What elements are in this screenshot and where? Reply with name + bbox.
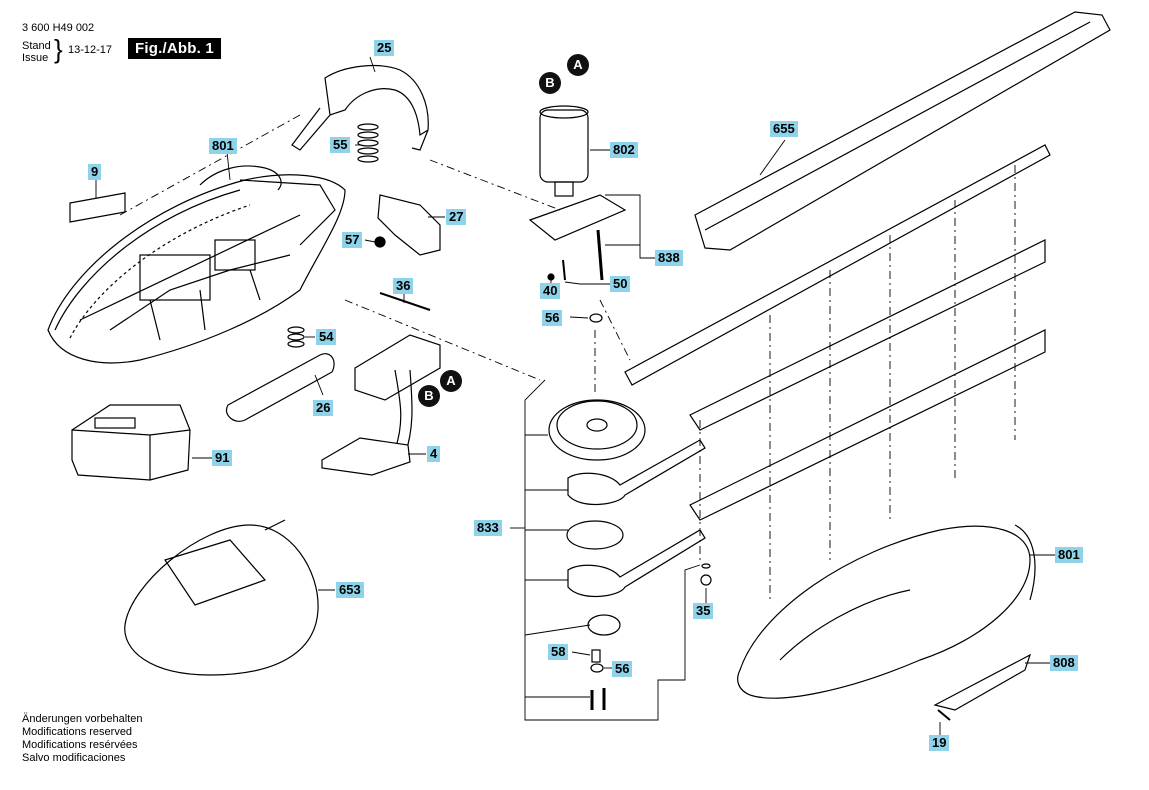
spring-55 (357, 123, 379, 163)
part-number: 3 600 H49 002 (22, 22, 95, 34)
part-label-54: 54 (316, 329, 337, 345)
gear-housing-838 (528, 194, 627, 241)
board-4 (321, 437, 411, 476)
marker-a-motor: A (567, 54, 589, 76)
spring-54 (287, 326, 305, 348)
part-label-26: 26 (313, 400, 334, 416)
blade-cover-655 (694, 11, 1111, 251)
part-label-35: 35 (693, 603, 714, 619)
part-label-653: 653 (336, 582, 364, 598)
part-label-57: 57 (342, 232, 363, 248)
rod-lower (567, 529, 706, 598)
part-label-4: 4 (427, 446, 441, 462)
housing-half-801 (47, 165, 346, 364)
part-label-55: 55 (330, 137, 351, 153)
gear-wheel (548, 399, 646, 461)
part-label-838: 838 (655, 250, 683, 266)
lever-26 (225, 353, 335, 422)
blade-upper (689, 239, 1046, 431)
charger-653 (124, 519, 319, 676)
part-label-808: 808 (1050, 655, 1078, 671)
marker-b-motor: B (539, 72, 561, 94)
part-label-40: 40 (540, 283, 561, 299)
housing-half-801-bottom (737, 524, 1036, 699)
part-label-801-top: 801 (209, 138, 237, 154)
blade-lower (689, 329, 1046, 521)
part-label-91: 91 (212, 450, 233, 466)
part-label-36: 36 (393, 278, 414, 294)
part-label-56-bottom: 56 (612, 661, 633, 677)
figure-badge: Fig./Abb. 1 (128, 38, 221, 59)
part-label-58: 58 (548, 644, 569, 660)
part-label-833: 833 (474, 520, 502, 536)
pin-36 (379, 292, 431, 311)
part-label-655: 655 (770, 121, 798, 137)
footer-line-de: Änderungen vorbehalten (22, 713, 143, 725)
part-label-9: 9 (88, 164, 102, 180)
marker-b-switch: B (418, 385, 440, 407)
marker-a-switch: A (440, 370, 462, 392)
footer-notes: Änderungen vorbehalten Modifications res… (22, 713, 142, 765)
part-label-19: 19 (929, 735, 950, 751)
screw-57 (374, 236, 386, 248)
part-label-50: 50 (610, 276, 631, 292)
switch-module (354, 334, 441, 401)
part-label-56-top: 56 (542, 310, 563, 326)
part-label-27: 27 (446, 209, 467, 225)
blade-rail (624, 144, 1051, 386)
stand-label: Stand (22, 40, 51, 52)
motor-802 (539, 105, 589, 197)
battery-91 (71, 404, 191, 481)
label-strip-9 (69, 192, 126, 223)
rod-upper (567, 439, 706, 506)
label-strip-808 (933, 653, 1032, 711)
footer-line-en: Modifications reserved (22, 726, 133, 738)
handle-25 (291, 65, 429, 151)
footer-line-es: Salvo modificaciones (22, 752, 126, 764)
brace-glyph: } (54, 34, 63, 64)
part-label-801-bottom: 801 (1055, 547, 1083, 563)
cover-27 (377, 194, 441, 256)
part-label-802: 802 (610, 142, 638, 158)
footer-line-fr: Modifications resérvées (22, 739, 138, 751)
issue-date: 13-12-17 (68, 44, 113, 56)
part-label-25: 25 (374, 40, 395, 56)
issue-label: Issue (22, 52, 49, 64)
